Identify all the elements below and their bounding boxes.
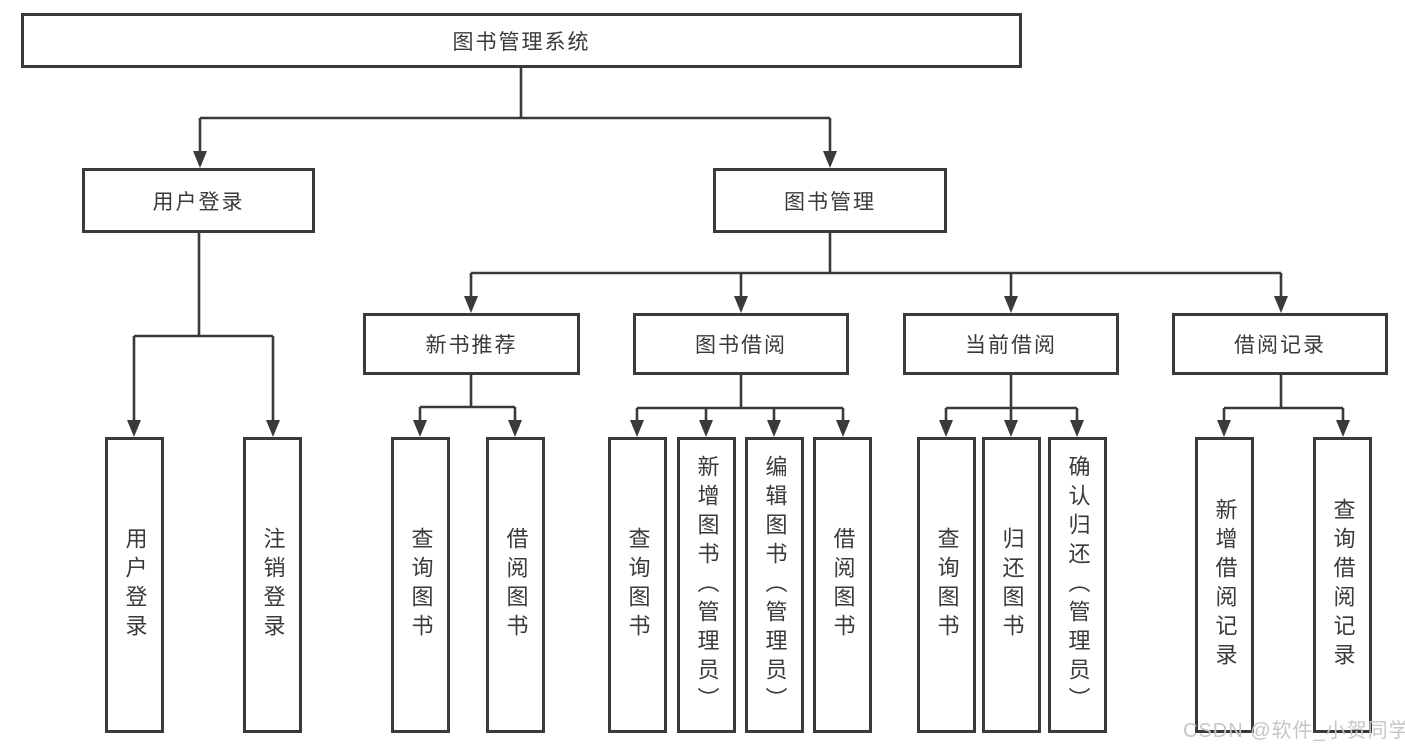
leaf-query-borrow-record: 查询借阅记录 <box>1313 437 1372 733</box>
node-book-borrow: 图书借阅 <box>633 313 849 375</box>
leaf-add-borrow-record: 新增借阅记录 <box>1195 437 1254 733</box>
leaf-query-books-borrow: 查询图书 <box>608 437 667 733</box>
leaf-query-books-current: 查询图书 <box>917 437 976 733</box>
leaf-edit-books-admin: 编辑图书（管理员） <box>745 437 804 733</box>
node-book-management: 图书管理 <box>713 168 947 233</box>
leaf-query-books-recommend: 查询图书 <box>391 437 450 733</box>
node-library-system: 图书管理系统 <box>21 13 1022 68</box>
leaf-logout: 注销登录 <box>243 437 302 733</box>
node-current-borrow: 当前借阅 <box>903 313 1119 375</box>
node-borrow-records: 借阅记录 <box>1172 313 1388 375</box>
leaf-borrow-books-recommend: 借阅图书 <box>486 437 545 733</box>
node-user-login: 用户登录 <box>82 168 315 233</box>
leaf-user-login: 用户登录 <box>105 437 164 733</box>
leaf-return-books: 归还图书 <box>982 437 1041 733</box>
node-new-book-recommend: 新书推荐 <box>363 313 580 375</box>
leaf-confirm-return-admin: 确认归还（管理员） <box>1048 437 1107 733</box>
leaf-borrow-books: 借阅图书 <box>813 437 872 733</box>
leaf-add-books-admin: 新增图书（管理员） <box>677 437 736 733</box>
csdn-watermark: CSDN @软件_小贺同学 <box>1183 720 1405 742</box>
